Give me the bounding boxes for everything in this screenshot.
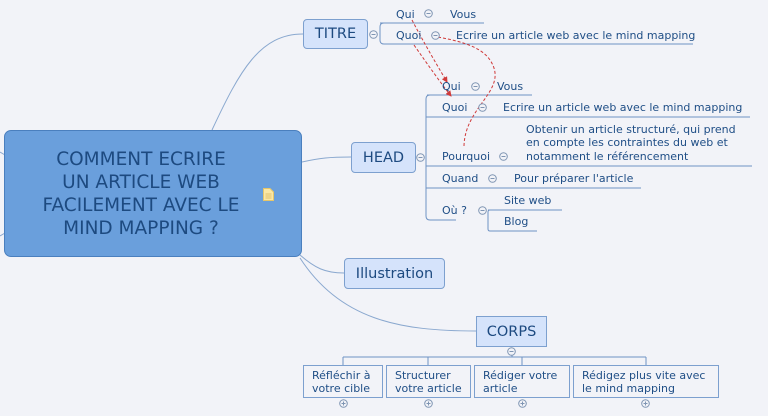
collapse-head-icon[interactable] [416,153,425,162]
topic-head[interactable]: HEAD [351,142,416,173]
central-topic[interactable]: COMMENT ECRIRE UN ARTICLE WEB FACILEMENT… [4,130,302,257]
expand-redigez-icon[interactable] [641,399,650,408]
topic-titre[interactable]: TITRE [303,19,368,49]
link-central-head [301,156,352,163]
head-key-quoi[interactable]: Quoi [442,101,468,114]
topic-corps[interactable]: CORPS [476,316,547,347]
head-value-ou-blog[interactable]: Blog [504,215,529,228]
head-value-ou-site-web[interactable]: Site web [504,194,552,207]
collapse-head-ou-icon[interactable] [478,206,487,215]
head-value-pourquoi[interactable]: Obtenir un article structuré, qui prend … [526,123,736,163]
expand-rediger-icon[interactable] [518,399,527,408]
corps-child-structurer[interactable]: Structurer votre article [386,365,471,398]
link-central-illustration [299,254,345,274]
note-icon[interactable] [263,188,274,201]
relationship-pourquoi [431,33,496,147]
ou-bracket [487,209,537,232]
corps-child-rediger[interactable]: Rédiger votre article [474,365,570,398]
corps-child-redigez-plus-vite[interactable]: Rédigez plus vite avec le mind mapping [573,365,719,398]
topic-titre-label: TITRE [314,26,357,42]
topic-illustration[interactable]: Illustration [344,258,445,289]
head-key-qui[interactable]: Qui [442,80,461,93]
titre-bracket [379,22,693,45]
titre-key-qui[interactable]: Qui [396,8,415,21]
collapse-head-quoi-icon[interactable] [478,103,487,112]
head-value-quand[interactable]: Pour préparer l'article [514,172,634,185]
relationship-qui [411,19,448,83]
head-key-ou[interactable]: Où ? [442,204,467,217]
head-key-pourquoi[interactable]: Pourquoi [442,150,491,163]
collapse-head-qui-icon[interactable] [471,82,480,91]
collapse-head-quand-icon[interactable] [488,174,497,183]
expand-reflechir-icon[interactable] [339,399,348,408]
head-value-qui[interactable]: Vous [497,80,524,93]
central-topic-title: COMMENT ECRIRE UN ARTICLE WEB FACILEMENT… [42,148,240,239]
head-bracket [425,94,456,221]
titre-value-qui[interactable]: Vous [450,8,477,21]
topic-corps-label: CORPS [486,323,537,340]
collapse-head-pourquoi-icon[interactable] [499,152,508,161]
head-key-quand[interactable]: Quand [442,172,479,185]
collapse-titre-quoi-icon[interactable] [431,31,440,40]
head-value-quoi[interactable]: Ecrire un article web avec le mind mappi… [503,101,743,114]
topic-illustration-label: Illustration [355,265,434,282]
collapse-titre-icon[interactable] [369,30,378,39]
topic-head-label: HEAD [362,149,405,166]
corps-branch [342,356,647,365]
collapse-titre-qui-icon[interactable] [424,9,433,18]
corps-child-reflechir[interactable]: Réfléchir à votre cible [303,365,383,398]
titre-value-quoi[interactable]: Ecrire un article web avec le mind mappi… [456,29,696,42]
relationship-quoi [413,44,452,97]
titre-key-quoi[interactable]: Quoi [396,29,422,42]
link-central-corps [299,257,477,332]
expand-structurer-icon[interactable] [424,399,433,408]
link-central-titre [211,33,304,131]
collapse-corps-icon[interactable] [507,347,516,356]
